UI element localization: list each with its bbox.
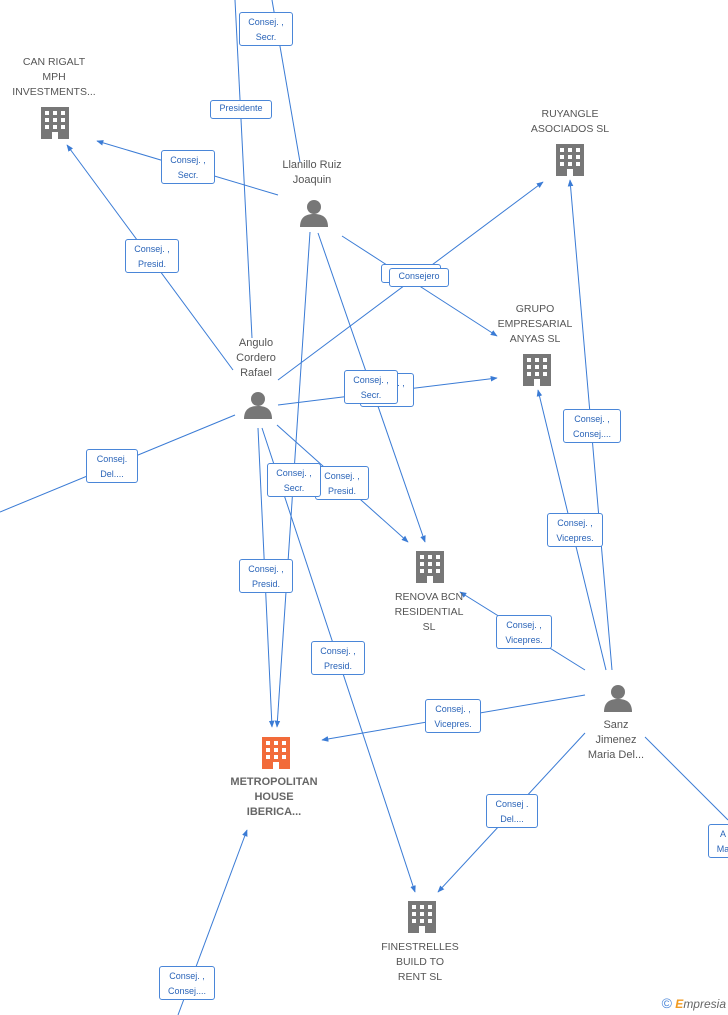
building-icon <box>523 354 551 386</box>
edge-label[interactable]: A Ma <box>708 824 728 858</box>
edge-label[interactable]: Consej. , Secr. <box>239 12 293 46</box>
edge-label[interactable]: Consej. , Presid. <box>311 641 365 675</box>
brand-name: mpresia <box>683 997 726 1011</box>
building-icon <box>416 551 444 583</box>
node-grupo[interactable]: GRUPO EMPRESARIAL ANYAS SL <box>497 303 573 345</box>
focus-building-icon <box>262 737 290 769</box>
copyright-icon: © <box>661 995 672 1011</box>
edge-label[interactable]: Consejero <box>389 268 449 287</box>
node-angulo[interactable]: Angulo Cordero Rafael <box>236 337 276 379</box>
edge-label[interactable]: Consej. , Vicepres. <box>547 513 603 547</box>
edge-label[interactable]: Consej. , Presid. <box>315 466 369 500</box>
node-sanz[interactable]: Sanz Jimenez Maria Del... <box>587 719 645 761</box>
edge-label[interactable]: Consej. , Consej.... <box>159 966 215 1000</box>
edge-label[interactable]: Consej. , Presid. <box>125 239 179 273</box>
edge-label[interactable]: Consej. , Vicepres. <box>425 699 481 733</box>
edge-line <box>644 736 728 821</box>
edge-label[interactable]: Presidente <box>210 100 272 119</box>
brand-initial: E <box>675 997 684 1011</box>
node-renova[interactable]: RENOVA BCN RESIDENTIAL SL <box>394 591 464 633</box>
building-icon <box>556 144 584 176</box>
edge-label[interactable]: Consej. , Secr. <box>161 150 215 184</box>
edge-label[interactable]: Consej. , Consej.... <box>563 409 621 443</box>
person-icon <box>604 685 632 712</box>
edge-label[interactable]: Consej. , Presid. <box>239 559 293 593</box>
edge-line <box>234 0 253 339</box>
edge-label[interactable]: Consej. , Vicepres. <box>496 615 552 649</box>
node-finestrelles[interactable]: FINESTRELLES BUILD TO RENT SL <box>381 941 459 983</box>
node-can-rigalt[interactable]: CAN RIGALT MPH INVESTMENTS... <box>12 56 96 98</box>
node-ruyangle[interactable]: RUYANGLE ASOCIADOS SL <box>530 108 610 135</box>
edge-label[interactable]: Consej. , Secr. <box>344 370 398 404</box>
node-llanillo[interactable]: Llanillo Ruiz Joaquin <box>282 159 342 186</box>
edge-label[interactable]: Consej. Del.... <box>86 449 138 483</box>
node-metropolitan[interactable]: METROPOLITAN HOUSE IBERICA... <box>230 776 318 818</box>
edge-label[interactable]: Consej . Del.... <box>486 794 538 828</box>
edge-label[interactable]: Consej. , Secr. <box>267 463 321 497</box>
person-icon <box>244 392 272 419</box>
building-icon <box>41 107 69 139</box>
building-icon <box>408 901 436 933</box>
brand-logo: © Empresia <box>662 995 726 1011</box>
person-icon <box>300 200 328 227</box>
